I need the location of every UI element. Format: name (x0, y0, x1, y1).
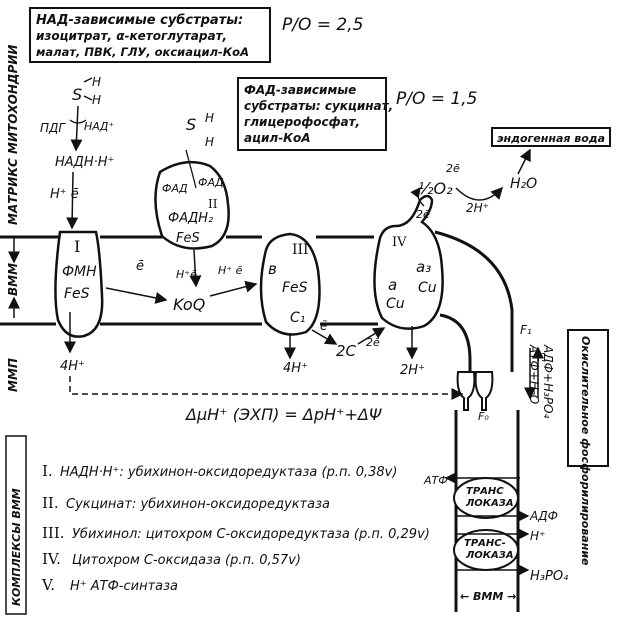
fad-substrate-h2: H (205, 135, 214, 149)
atp-water-label: АТФ+H₂O (527, 344, 541, 404)
h-out-complex-3: 4H⁺ (283, 361, 308, 376)
translocase-1-line2: ЛОКАЗА (465, 498, 514, 509)
po-ratio-nad: P/O = 2,5 (282, 15, 363, 35)
legend-num-5: V. (41, 576, 55, 594)
fad-box-line3: глицерофосфат, (244, 115, 360, 129)
complex-3-number: III (292, 242, 309, 258)
h-out-complex-4: 2H⁺ (400, 363, 425, 378)
f1-label: F₁ (520, 323, 532, 337)
translocase-2-line2: ЛОКАЗА (465, 550, 514, 561)
translocase-2-line1: ТРАНС- (464, 538, 506, 549)
fad-box-line1: ФАД-зависимые (244, 83, 356, 97)
complex-2: S H H ФАД ФАД II ФАДН₂ FeS (154, 111, 230, 288)
complex-4-number: IV (392, 235, 407, 250)
ubiquinone-pool: KoQ ē H⁺ē H⁺ ē (105, 259, 258, 314)
half-o2-label: ½O₂ (418, 179, 453, 198)
complexes-vmm-label: КОМПЛЕКСЫ ВММ (10, 488, 23, 606)
oxygen-reduction: ½O₂ 2ē 2H⁺ H₂O (410, 148, 537, 215)
legend-text-3: Убихинол: цитохром С-оксидоредуктаза (р.… (72, 527, 430, 542)
legend-text-2: Сукцинат: убихинон-оксидоредуктаза (66, 497, 330, 512)
vmm-side-label: ВММ (6, 263, 20, 296)
substrate-h1: H (92, 75, 101, 89)
fes-label-1: FeS (64, 286, 90, 302)
adp-in-label: АДФ (529, 509, 558, 523)
cu-label-1: Cu (386, 296, 405, 312)
nad-box-line1: НАД-зависимые субстраты: (36, 13, 243, 28)
cyt-c-label: 2C (336, 342, 357, 360)
legend-text-5: H⁺ АТФ-синтаза (70, 579, 178, 594)
legend-num-2: II. (42, 494, 59, 512)
legend-text-1: НАДН·Н⁺: убихинон-оксидоредуктаза (р.п. … (60, 465, 397, 480)
koq-label: KoQ (173, 295, 205, 314)
translocase-column: ТРАНС ЛОКАЗА ТРАНС- ЛОКАЗА АТФ АДФ H⁺ H₃… (423, 410, 569, 612)
proton-gradient-line (69, 376, 464, 400)
h-e-label-2: H⁺ē (176, 268, 197, 281)
h-e-label-1: H⁺ ē (50, 187, 79, 202)
fadh2-label: ФАДН₂ (168, 211, 213, 226)
cyt-c1-label: C₁ (290, 310, 305, 326)
adp-pi-label: АДФ+H₃PO₄ (541, 344, 555, 418)
fad-box-line2: субстраты: сукцинат, (244, 99, 393, 113)
f0-label: F₀ (478, 410, 489, 423)
cyt-a3-label: a₃ (416, 258, 431, 276)
nad-box-line3: малат, ПВК, ГЛУ, оксиацил-КоА (36, 45, 249, 59)
fmn-label: ФМН (62, 264, 97, 280)
complex-3: III в FeS C₁ (259, 232, 321, 360)
legend-num-3: III. (42, 524, 65, 542)
cu-label-2: Cu (418, 280, 437, 296)
nadh-label: НАДН·Н⁺ (55, 155, 114, 170)
atp-synthase: F₁ F₀ АДФ+H₃PO₄ АТФ+H₂O Окислительное фо… (456, 323, 609, 566)
endogenous-water-label: эндогенная вода (497, 132, 605, 145)
legend-num-1: I. (42, 462, 53, 480)
complex-4: IV a a₃ Cu Cu 2ē (373, 194, 444, 360)
legend-text-4: Цитохром С-оксидаза (р.п. 0,57v) (72, 553, 301, 568)
2e-to-oxygen: 2ē (416, 208, 430, 221)
h-e-label-3: H⁺ ē (218, 264, 243, 277)
phosphate-in-label: H₃PO₄ (530, 569, 569, 584)
atp-out-label: АТФ (423, 474, 448, 487)
fad-label-in: ФАД (162, 182, 188, 195)
nadh-path: S H H ПДГ НАД⁺ НАДН·Н⁺ H⁺ ē (40, 75, 114, 230)
fad-box-line4: ацил-КоА (244, 131, 311, 145)
complex-1: I ФМН FeS (54, 230, 104, 354)
e-to-cyt-c: ē (320, 319, 327, 333)
inner-membrane (0, 230, 514, 372)
cyt-a-label: a (388, 276, 397, 294)
cyt-b-label: в (268, 260, 277, 278)
nad-box-line2: изоцитрат, α-кетоглутарат, (36, 29, 227, 43)
pdg-label: ПДГ (40, 121, 66, 135)
substrate-s: S (72, 85, 82, 104)
matrix-label: МАТРИКС МИТОХОНДРИИ (6, 45, 20, 225)
vmm-bottom-label: ← ВММ → (460, 590, 516, 603)
fad-substrate-s: S (186, 115, 196, 134)
substrate-h2: H (92, 93, 101, 107)
2e-to-o2: 2ē (446, 162, 460, 175)
2e-to-complex-4: 2ē (366, 336, 380, 349)
electrochemical-gradient-label: ΔμH⁺ (ЭХП) = ΔpH⁺+ΔΨ (184, 405, 382, 424)
e-to-koq: ē (136, 259, 144, 274)
h-in-label: H⁺ (530, 529, 545, 543)
translocase-1-line1: ТРАНС (466, 486, 504, 497)
fad-label-out: ФАД (198, 176, 224, 189)
fes-label-3: FeS (282, 280, 308, 296)
h-out-complex-1: 4H⁺ (60, 359, 85, 374)
mmp-side-label: ММП (6, 358, 20, 392)
fad-substrate-h1: H (205, 111, 214, 125)
fes-label-2: FeS (176, 231, 200, 246)
2h-label: 2H⁺ (466, 201, 489, 215)
complex-2-number: II (208, 197, 218, 211)
complexes-legend: КОМПЛЕКСЫ ВММ I. НАДН·Н⁺: убихинон-оксид… (5, 435, 430, 615)
water-label: H₂O (510, 176, 537, 192)
oxidative-phosphorylation-label: Окислительное фосфорилирование (579, 336, 592, 566)
fad-substrates-box: ФАД-зависимые субстраты: сукцинат, глице… (237, 77, 393, 151)
nad-label: НАД⁺ (84, 120, 114, 133)
nad-substrates-box: НАД-зависимые субстраты: изоцитрат, α-ке… (29, 7, 271, 63)
cytochrome-c: ē 2C 2ē (311, 319, 386, 360)
complex-1-number: I (74, 237, 80, 256)
legend-num-4: IV. (42, 550, 61, 568)
po-ratio-fad: P/O = 1,5 (396, 89, 477, 109)
endogenous-water-box: эндогенная вода (491, 127, 611, 147)
